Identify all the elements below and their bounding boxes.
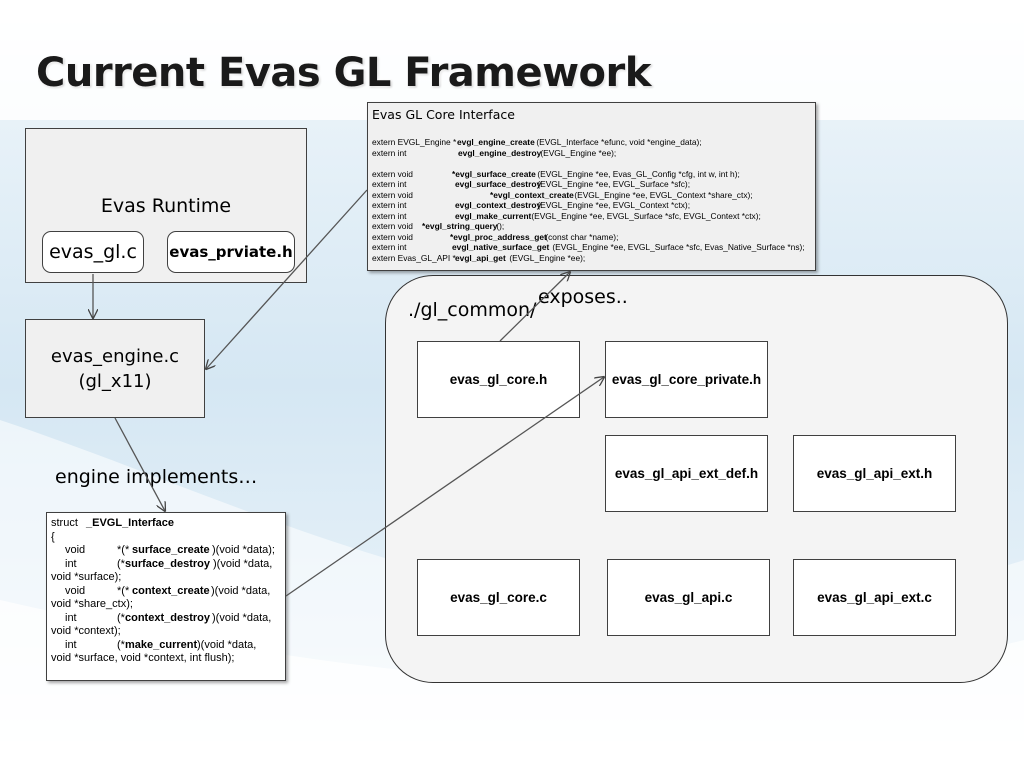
- evas-gl-core-c-file: evas_gl_core.c: [417, 559, 580, 636]
- code-line: extern void*evgl_proc_address_get (const…: [372, 231, 619, 242]
- core-interface-title: Evas GL Core Interface: [372, 107, 515, 122]
- evas-runtime-box: Evas Runtime evas_gl.c evas_prviate.h: [25, 128, 307, 283]
- struct-line: void *context);: [51, 625, 121, 637]
- code-line: extern void*evgl_string_query ();: [372, 221, 505, 231]
- evgl-interface-struct-box: struct _EVGL_Interface { void*(*surface_…: [46, 512, 286, 681]
- struct-line: void*(*context_create)(void *data,: [65, 584, 271, 597]
- evas-gl-c-file: evas_gl.c: [42, 231, 144, 273]
- struct-line: void*(*surface_create)(void *data);: [65, 544, 275, 556]
- evas-gl-core-private-h-file: evas_gl_core_private.h: [605, 341, 768, 418]
- struct-line: int(*surface_destroy)(void *data,: [65, 557, 273, 570]
- gl-common-label: ./gl_common/: [408, 299, 537, 321]
- struct-line: void *surface, void *context, int flush)…: [51, 652, 235, 664]
- evas-engine-box: evas_engine.c (gl_x11): [25, 319, 205, 418]
- struct-line: int(*context_destroy)(void *data,: [65, 611, 272, 624]
- evas-gl-api-ext-def-h-file: evas_gl_api_ext_def.h: [605, 435, 768, 512]
- evas-gl-api-ext-h-file: evas_gl_api_ext.h: [793, 435, 956, 512]
- evas-gl-api-ext-c-file: evas_gl_api_ext.c: [793, 559, 956, 636]
- code-line: extern Evas_GL_API *evgl_api_get (EVGL_E…: [372, 252, 586, 263]
- struct-line: int(*make_current)(void *data,: [65, 638, 257, 651]
- code-line: extern EVGL_Engine *evgl_engine_create (…: [372, 137, 702, 147]
- struct-line: struct _EVGL_Interface: [51, 517, 175, 529]
- engine-implements-note: engine implements…: [55, 466, 258, 488]
- code-line: extern void*evgl_surface_create (EVGL_En…: [372, 168, 740, 179]
- evas-engine-backend-label: (gl_x11): [78, 370, 152, 392]
- struct-line: void *share_ctx);: [51, 598, 133, 610]
- struct-line: {: [51, 530, 55, 543]
- evas-gl-core-h-file: evas_gl_core.h: [417, 341, 580, 418]
- core-interface-box: Evas GL Core Interface extern EVGL_Engin…: [367, 102, 816, 271]
- evas-gl-api-c-file: evas_gl_api.c: [607, 559, 770, 636]
- exposes-note: exposes..: [538, 286, 628, 308]
- page-title: Current Evas GL Framework: [36, 50, 651, 96]
- code-line: extern void*evgl_context_create (EVGL_En…: [372, 189, 753, 200]
- evas-private-h-file: evas_prviate.h: [167, 231, 295, 273]
- evas-engine-file-label: evas_engine.c: [50, 345, 180, 367]
- struct-line: void *surface);: [51, 571, 122, 583]
- evas-runtime-label: Evas Runtime: [100, 195, 232, 217]
